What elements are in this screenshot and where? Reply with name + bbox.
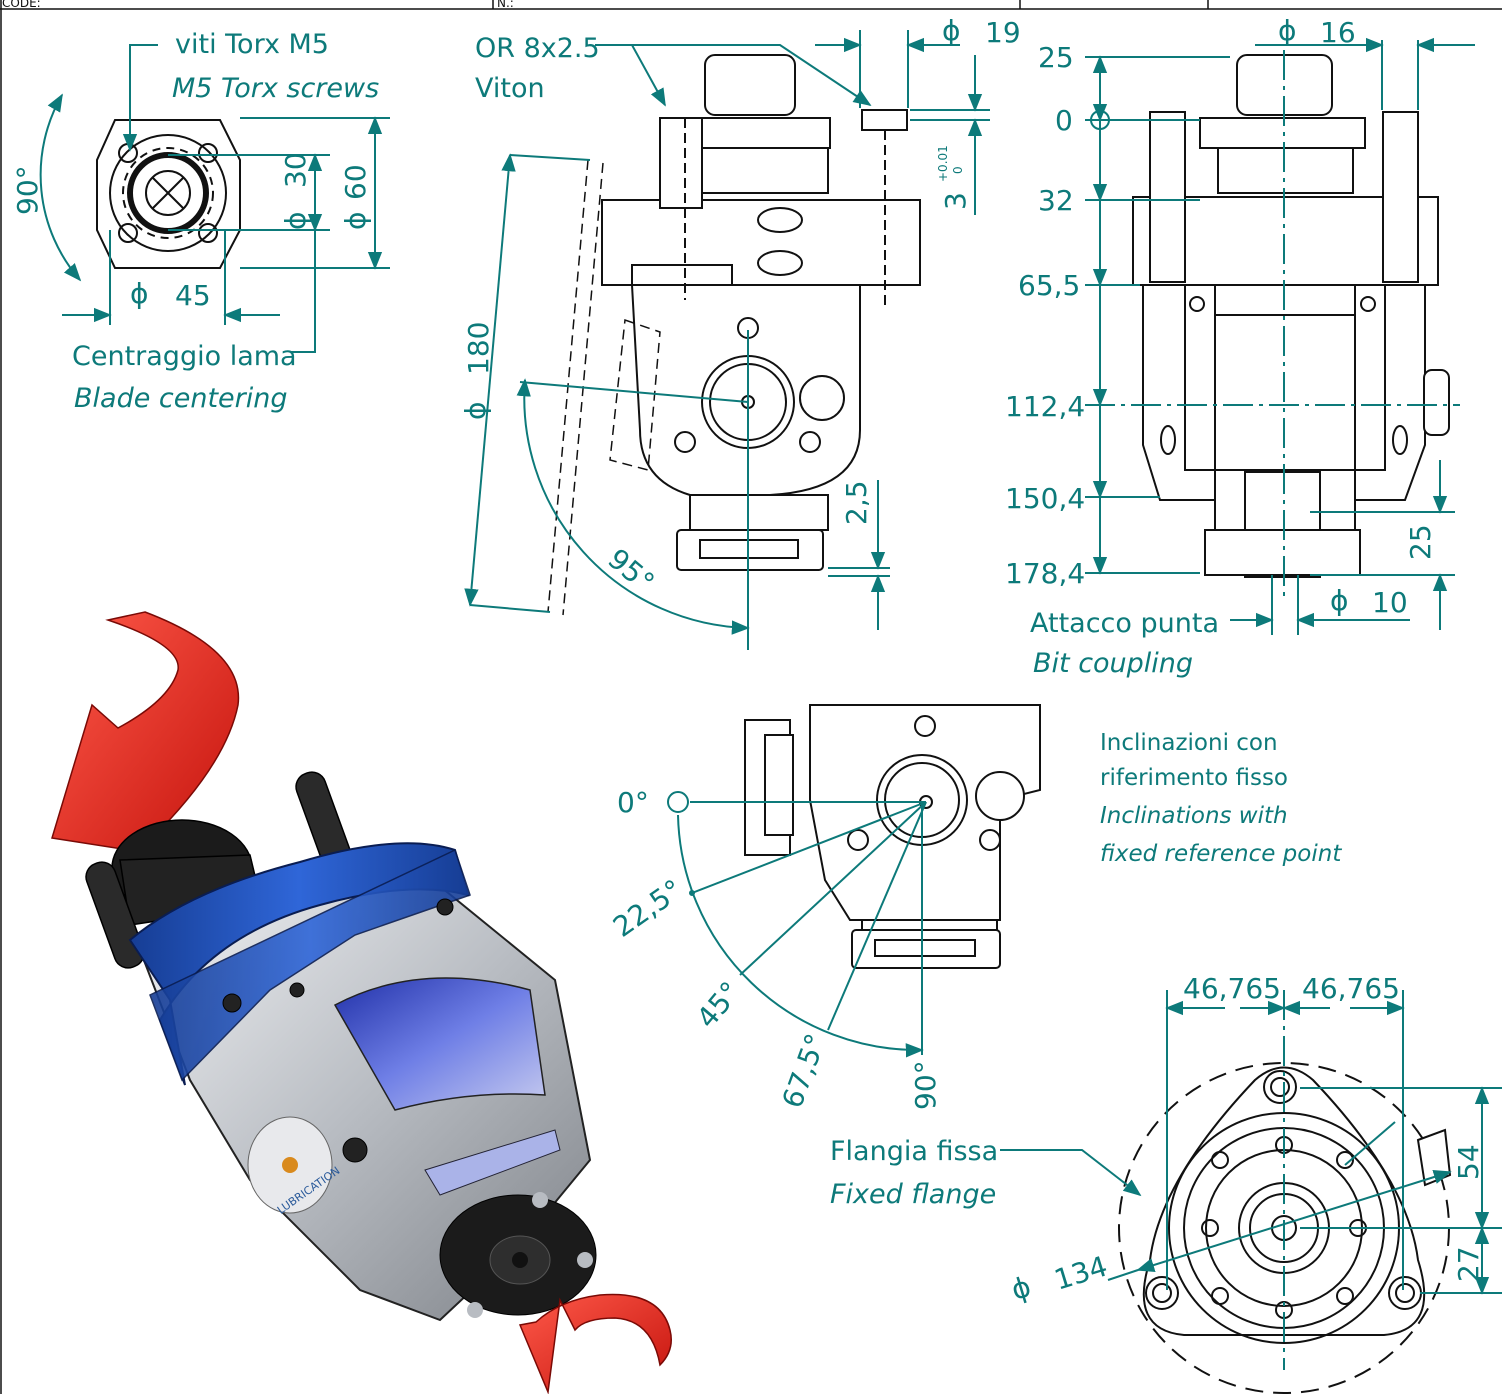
diameter-60-symbol: ϕ bbox=[339, 212, 372, 230]
flange-dim-27-label: 27 bbox=[1452, 1246, 1485, 1282]
diameter-134-symbol: ϕ bbox=[1007, 1270, 1034, 1307]
diameter-134-label: 134 bbox=[1050, 1250, 1111, 1297]
diameter-19-label: 19 bbox=[985, 16, 1021, 49]
screws-label-en: M5 Torx screws bbox=[172, 73, 379, 104]
tolerance-upper: +0.01 bbox=[936, 145, 950, 182]
level-112-4-label: 112,4 bbox=[1005, 390, 1085, 423]
diameter-45-symbol: ϕ bbox=[130, 277, 148, 310]
inclination-view-part bbox=[744, 704, 1041, 969]
inclination-note-it-2: riferimento fisso bbox=[1100, 765, 1288, 791]
flange-dim-54-label: 54 bbox=[1452, 1144, 1485, 1180]
diameter-16-symbol: ϕ bbox=[1278, 14, 1296, 47]
flange-dim-right-label: 46,765 bbox=[1302, 972, 1400, 1005]
side-view-dimension-lines bbox=[464, 30, 990, 650]
diameter-60-label: 60 bbox=[339, 164, 372, 200]
diameter-30-symbol: ϕ bbox=[279, 212, 312, 230]
incl-0-label: 0° bbox=[617, 786, 649, 819]
dimension-25-label: 25 bbox=[1404, 524, 1437, 560]
top-view: viti Torx M5 M5 Torx screws 90° ϕ 30 ϕ 6… bbox=[11, 29, 390, 414]
tolerance-lower: 0 bbox=[951, 166, 965, 174]
oring-label-en: Viton bbox=[475, 73, 545, 104]
diameter-30-label: 30 bbox=[279, 152, 312, 188]
header-number-label: N.: bbox=[497, 0, 514, 10]
top-view-part bbox=[96, 119, 241, 269]
bottom-cap bbox=[424, 1129, 597, 1318]
level-150-4-label: 150,4 bbox=[1005, 482, 1085, 515]
blue-drum bbox=[333, 977, 546, 1111]
incl-90-label: 90° bbox=[909, 1060, 942, 1110]
flange-view: 46,765 46,765 54 27 ϕ 134 Flangia fissa … bbox=[830, 972, 1502, 1394]
diameter-10-label: 10 bbox=[1372, 586, 1408, 619]
level-178-4-label: 178,4 bbox=[1005, 557, 1085, 590]
level-65-5-label: 65,5 bbox=[1018, 269, 1080, 302]
level-25-label: 25 bbox=[1038, 41, 1074, 74]
diameter-180-label: 180 bbox=[462, 322, 495, 375]
level-32-label: 32 bbox=[1038, 184, 1074, 217]
header-code-label: CODE: bbox=[2, 0, 41, 10]
housing-bolts bbox=[222, 898, 454, 1163]
diameter-10-symbol: ϕ bbox=[1330, 584, 1348, 617]
angle-90-label: 90° bbox=[11, 165, 44, 215]
diameter-19-symbol: ϕ bbox=[942, 14, 960, 47]
side-view: OR 8x2.5 Viton ϕ 19 +0.01 0 3 ϕ 180 2,5 … bbox=[459, 14, 1021, 650]
inclination-lines bbox=[667, 791, 927, 1058]
level-0-label: 0 bbox=[1055, 104, 1073, 137]
oring-label-it: OR 8x2.5 bbox=[475, 33, 600, 64]
inclination-view: 0° 22,5° 45° 67,5° 90° Inclinazioni con … bbox=[607, 704, 1342, 1112]
flange-dimension-lines bbox=[1000, 990, 1502, 1370]
bit-coupling-label-en: Bit coupling bbox=[1033, 648, 1193, 679]
dimension-3-label: 3 bbox=[939, 192, 972, 210]
rotation-arrow-bottom-icon bbox=[518, 1293, 672, 1394]
screws-label-it: viti Torx M5 bbox=[175, 29, 329, 60]
centering-label-it: Centraggio lama bbox=[72, 341, 297, 372]
rotation-arrow-top-icon bbox=[51, 611, 240, 859]
flange-dim-left-label: 46,765 bbox=[1183, 972, 1281, 1005]
front-view-dimension-lines bbox=[1085, 37, 1475, 635]
blue-flange-face bbox=[149, 848, 471, 1082]
angle-95-label: 95° bbox=[602, 542, 661, 599]
diameter-16-label: 16 bbox=[1320, 16, 1356, 49]
incl-22-5-label: 22,5° bbox=[607, 873, 688, 944]
incl-45-label: 45° bbox=[690, 975, 747, 1034]
dimension-2-5-label: 2,5 bbox=[840, 480, 873, 525]
fixed-flange-label-it: Flangia fissa bbox=[830, 1136, 998, 1167]
inclination-note-it-1: Inclinazioni con bbox=[1100, 730, 1278, 756]
inclination-note-en-2: fixed reference point bbox=[1100, 841, 1342, 867]
diameter-180-symbol: ϕ bbox=[459, 402, 492, 420]
top-view-dimension-lines bbox=[39, 44, 390, 353]
front-view-part bbox=[1132, 54, 1450, 578]
bit-coupling-label-it: Attacco punta bbox=[1030, 608, 1219, 639]
fixed-flange-label-en: Fixed flange bbox=[830, 1179, 996, 1210]
incl-67-5-label: 67,5° bbox=[776, 1029, 833, 1112]
front-view: ϕ 16 25 0 32 65,5 112,4 150,4 178,4 25 ϕ… bbox=[1005, 14, 1475, 679]
centering-label-en: Blade centering bbox=[74, 383, 288, 414]
isometric-render: LUBRICATION bbox=[51, 611, 672, 1394]
diameter-45-label: 45 bbox=[175, 279, 211, 312]
inclination-note-en-1: Inclinations with bbox=[1100, 803, 1288, 829]
